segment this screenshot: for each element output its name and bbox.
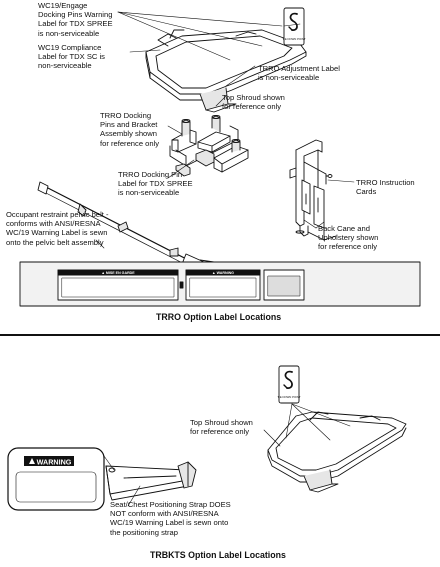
top-shroud-lower-drawing bbox=[267, 411, 407, 493]
callout-top-shroud-upper: Top Shroud shown for reference only bbox=[222, 93, 285, 112]
callout-docking-pins-bracket: TRRO Docking Pins and Bracket Assembly s… bbox=[100, 111, 160, 148]
callout-trro-adjustment: TRRO Adjustment Label is non-serviceable bbox=[258, 64, 340, 83]
docking-pins-bracket-drawing bbox=[169, 115, 249, 177]
callout-wc19-compliance: WC19 Compliance Label for TDX SC is non-… bbox=[38, 43, 105, 71]
tie-down-tag-lower bbox=[278, 365, 300, 404]
tag-text-upper: TIE DOWN POINT bbox=[282, 37, 306, 41]
section-divider bbox=[0, 334, 440, 336]
callout-lines-strap bbox=[103, 455, 141, 507]
strip-left-header: ▲ MISE EN GARDE bbox=[101, 271, 135, 275]
tie-down-tag-upper bbox=[283, 7, 305, 46]
positioning-strap-drawing bbox=[105, 461, 197, 501]
callout-seat-chest-strap: Seat/Chest Positioning Strap DOES NOT co… bbox=[110, 500, 231, 537]
callout-wc19-engage: WC19/Engage Docking Pins Warning Label f… bbox=[38, 1, 113, 38]
warning-label-text: WARNING bbox=[37, 458, 72, 467]
callout-lines-lower-shroud bbox=[263, 403, 351, 447]
callout-docking-pin-label: TRRO Docking Pin Label for TDX SPREE is … bbox=[118, 170, 193, 198]
warning-strip bbox=[19, 261, 421, 307]
callout-instruction-cards: TRRO Instruction Cards bbox=[356, 178, 415, 197]
back-cane-drawing bbox=[289, 139, 337, 241]
top-shroud-upper-drawing bbox=[145, 29, 307, 113]
strip-right-header: ▲ WARNING bbox=[212, 271, 234, 275]
caption-trbkts: TRBKTS Option Label Locations bbox=[150, 550, 286, 560]
callout-back-cane: Back Cane and Upholstery shown for refer… bbox=[318, 224, 379, 252]
callout-lines-docking bbox=[167, 125, 195, 179]
callout-lines-backcane bbox=[303, 179, 355, 229]
callout-pelvic-belt: Occupant restraint pelvic belt - conform… bbox=[6, 210, 109, 247]
callout-top-shroud-lower: Top Shroud shown for reference only bbox=[190, 418, 253, 437]
warning-label-drawing bbox=[7, 447, 105, 511]
callout-lines-top bbox=[117, 11, 301, 107]
callout-lines-belt bbox=[95, 239, 105, 249]
tag-text-lower: TIE DOWN POINT bbox=[277, 395, 301, 399]
caption-trro: TRRO Option Label Locations bbox=[156, 312, 282, 322]
